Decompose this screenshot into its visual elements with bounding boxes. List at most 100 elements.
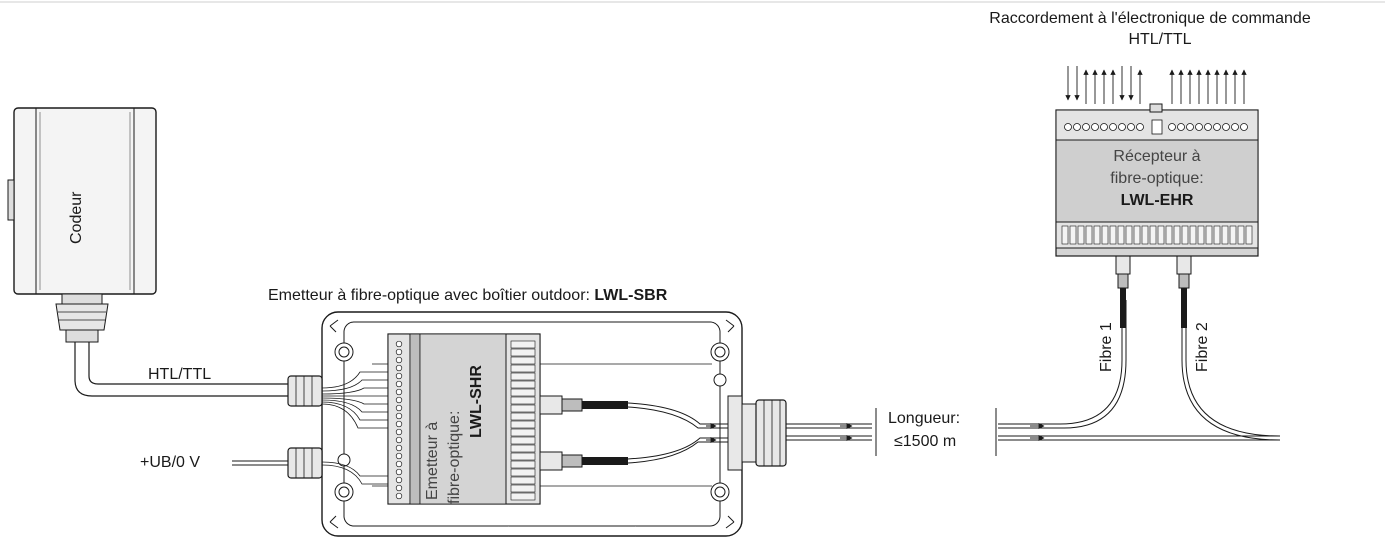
terminal-screw	[395, 388, 403, 396]
terminal-screw	[395, 412, 403, 420]
terminal-slot	[1109, 225, 1117, 245]
terminal-slot	[1149, 225, 1157, 245]
terminal-slot	[510, 492, 536, 501]
terminal-slot	[510, 348, 536, 357]
length-value: ≤1500 m	[894, 433, 957, 450]
terminal-screw	[395, 460, 403, 468]
terminal-screw	[395, 476, 403, 484]
receiver-caption-line2: HTL/TTL	[1128, 31, 1192, 48]
receiver-label-line2: fibre-optique:	[1110, 170, 1204, 187]
terminal-screw	[1118, 123, 1126, 131]
terminal-slot	[510, 444, 536, 453]
encoder-housing	[7, 107, 157, 343]
terminal-slot	[1237, 225, 1245, 245]
fibre-2-label: Fibre 2	[1194, 322, 1211, 372]
terminal-slot	[510, 372, 536, 381]
receiver-model: LWL-EHR	[1120, 192, 1194, 209]
terminal-slot	[1069, 225, 1077, 245]
length-label: Longueur:	[888, 410, 961, 427]
terminal-screw	[395, 396, 403, 404]
terminal-slot	[1093, 225, 1101, 245]
terminal-screw	[1213, 123, 1221, 131]
terminal-slot	[1061, 225, 1069, 245]
terminal-screw	[395, 372, 403, 380]
terminal-screw	[395, 340, 403, 348]
terminal-slot	[1197, 225, 1205, 245]
terminal-screw	[1100, 123, 1108, 131]
terminal-screw	[1177, 123, 1185, 131]
terminal-slot	[510, 436, 536, 445]
terminal-slot	[510, 356, 536, 365]
terminal-screw	[1168, 123, 1176, 131]
terminal-slot	[1173, 225, 1181, 245]
terminal-screw	[395, 420, 403, 428]
terminal-slot	[1117, 225, 1125, 245]
fibre-1-label: Fibre 1	[1098, 322, 1115, 372]
terminal-screw	[1204, 123, 1212, 131]
terminal-slot	[1165, 225, 1173, 245]
transmitter-module	[387, 333, 541, 505]
terminal-screw	[1240, 123, 1248, 131]
terminal-slot	[510, 420, 536, 429]
transmitter-label-line1: Emetteur à	[424, 421, 441, 500]
encoder-label: Codeur	[68, 191, 85, 244]
terminal-screw	[395, 484, 403, 492]
terminal-screw	[1109, 123, 1117, 131]
cable-gland-fibre	[727, 395, 787, 471]
terminal-slot	[510, 468, 536, 477]
terminal-slot	[1189, 225, 1197, 245]
terminal-slot	[1181, 225, 1189, 245]
terminal-slot	[510, 412, 536, 421]
terminal-screw	[1082, 123, 1090, 131]
terminal-slot	[1157, 225, 1165, 245]
cable-gland-power	[287, 447, 323, 479]
terminal-screw	[395, 364, 403, 372]
terminal-slot	[510, 484, 536, 493]
terminal-screw	[1222, 123, 1230, 131]
terminal-screw	[395, 356, 403, 364]
transmitter-label-line2: fibre-optique:	[446, 410, 463, 504]
terminal-slot	[1245, 225, 1253, 245]
terminal-slot	[510, 388, 536, 397]
terminal-screw	[395, 404, 403, 412]
fibre-connector-rx-2	[1176, 255, 1192, 328]
cable-gland-signal	[287, 375, 323, 407]
transmitter-caption-text: Emetteur à fibre-optique avec boîtier ou…	[268, 287, 595, 304]
terminal-screw	[1136, 123, 1144, 131]
terminal-screw	[1127, 123, 1135, 131]
terminal-slot	[510, 380, 536, 389]
terminal-slot	[510, 460, 536, 469]
terminal-slot	[510, 404, 536, 413]
transmitter-caption: Emetteur à fibre-optique avec boîtier ou…	[268, 287, 667, 305]
receiver-label-line1: Récepteur à	[1113, 148, 1201, 165]
terminal-slot	[1221, 225, 1229, 245]
receiver-module	[1055, 66, 1259, 257]
terminal-screw	[395, 380, 403, 388]
terminal-slot	[1141, 225, 1149, 245]
terminal-slot	[1213, 225, 1221, 245]
terminal-screw	[395, 428, 403, 436]
terminal-screw	[1186, 123, 1194, 131]
terminal-screw	[1073, 123, 1081, 131]
terminal-slot	[510, 452, 536, 461]
terminal-slot	[1077, 225, 1085, 245]
terminal-slot	[510, 340, 536, 349]
transmitter-caption-model: LWL-SBR	[594, 287, 668, 304]
terminal-screw	[1231, 123, 1239, 131]
terminal-slot	[1133, 225, 1141, 245]
signal-cable	[74, 342, 290, 397]
fibre-connector-tx-1	[539, 395, 628, 415]
terminal-slot	[1101, 225, 1109, 245]
terminal-screw	[1064, 123, 1072, 131]
fibre-connector-tx-2	[539, 451, 628, 471]
terminal-screw	[395, 492, 403, 500]
terminal-slot	[510, 428, 536, 437]
terminal-slot	[510, 476, 536, 485]
terminal-slot	[1085, 225, 1093, 245]
terminal-slot	[510, 364, 536, 373]
power-cable	[232, 460, 288, 466]
terminal-screw	[395, 468, 403, 476]
terminal-slot	[1205, 225, 1213, 245]
terminal-screw	[395, 348, 403, 356]
